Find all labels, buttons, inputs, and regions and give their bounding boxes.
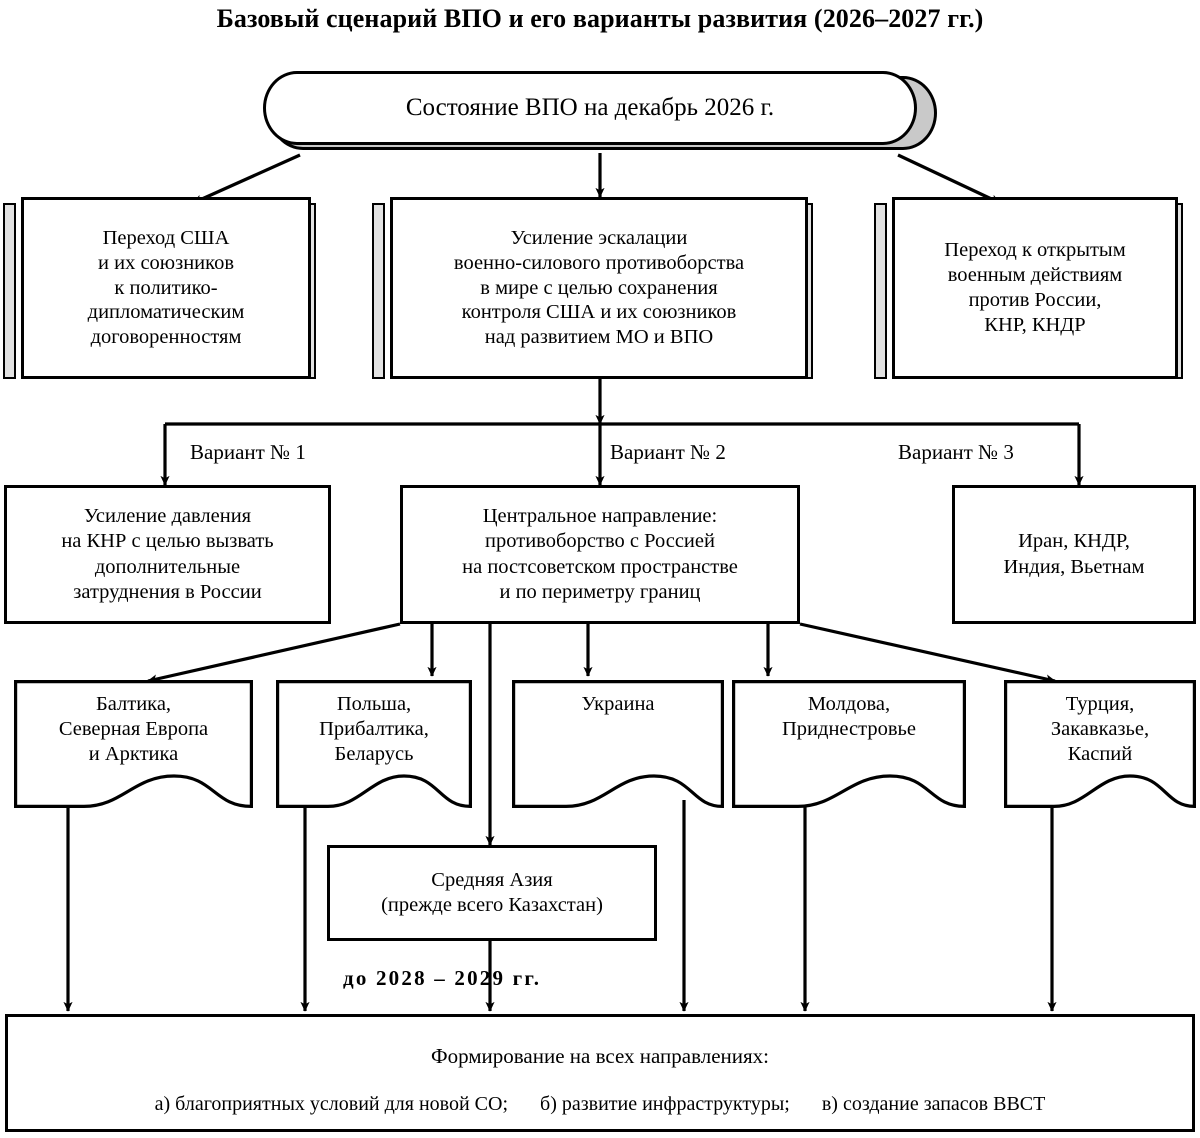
torn-shape [512,680,724,808]
stack-bar-left [3,203,16,379]
stack-bar-left [372,203,385,379]
variant-label-1: Вариант № 1 [190,440,306,464]
direction-label: Турция, Закавказье, Каспий [1050,693,1150,765]
edge-root-to-usa [192,153,301,205]
root-node-label: Состояние ВПО на декабрь 2026 г. [405,94,775,122]
torn-shape [14,680,253,808]
edge-central-to-baltic [147,622,401,684]
variant-box-central[interactable]: Центральное направление: противоборство … [400,485,800,624]
central-asia-box[interactable]: Средняя Азия (прежде всего Казахстан) [327,845,657,941]
scenario-box-escalation[interactable]: Усиление эскалации военно-силового проти… [372,197,827,379]
summary-item-c: в) создание запасов ВВСТ [821,1093,1046,1115]
summary-box[interactable]: Формирование на всех направлениях: а) бл… [5,1014,1195,1132]
direction-box-baltic[interactable]: Балтика, Северная Европа и Арктика [14,680,253,808]
scenario-label: Переход США и их союзников к политико- д… [87,227,245,349]
scenario-label: Переход к открытым военным действиям про… [944,239,1126,336]
torn-shape [1004,680,1196,808]
scenario-label: Усиление эскалации военно-силового проти… [453,227,745,349]
torn-shape [276,680,472,808]
edge-root-to-openwar [897,153,1001,205]
direction-label: Польша, Прибалтика, Беларусь [319,693,429,765]
variant-label: Усиление давления на КНР с целью вызвать… [61,505,274,603]
variant-label: Центральное направление: противоборство … [462,505,738,603]
scenario-box-open-war[interactable]: Переход к открытым военным действиям про… [874,197,1196,379]
scenario-face: Переход к открытым военным действиям про… [892,197,1178,379]
edge-central-to-turkey [799,622,1056,684]
summary-heading: Формирование на всех направлениях: [430,1044,770,1068]
scenario-box-usa-political[interactable]: Переход США и их союзников к политико- д… [3,197,330,379]
stack-bar-left [874,203,887,379]
variant-label-3: Вариант № 3 [898,440,1014,464]
page-title: Базовый сценарий ВПО и его варианты разв… [216,4,984,33]
direction-box-ukraine[interactable]: Украина [512,680,724,808]
root-node-face: Состояние ВПО на декабрь 2026 г. [263,71,917,145]
direction-box-turkey[interactable]: Турция, Закавказье, Каспий [1004,680,1196,808]
summary-items: а) благоприятных условий для новой СО; б… [8,1093,1192,1116]
summary-item-a: а) благоприятных условий для новой СО; [154,1093,509,1115]
central-asia-label: Средняя Азия (прежде всего Казахстан) [381,868,603,916]
variant-box-iran-group[interactable]: Иран, КНДР, Индия, Вьетнам [952,485,1196,624]
root-node[interactable]: Состояние ВПО на декабрь 2026 г. [263,71,937,150]
scenario-face: Усиление эскалации военно-силового проти… [390,197,808,379]
direction-label: Украина [581,693,655,715]
variant-label: Иран, КНДР, Индия, Вьетнам [1003,530,1145,578]
variant-box-pressure-prc[interactable]: Усиление давления на КНР с целью вызвать… [4,485,331,624]
torn-shape [732,680,966,808]
direction-label: Балтика, Северная Европа и Арктика [58,693,209,765]
direction-box-moldova[interactable]: Молдова, Приднестровье [732,680,966,808]
direction-label: Молдова, Приднестровье [782,693,916,740]
scenario-face: Переход США и их союзников к политико- д… [21,197,311,379]
direction-box-poland[interactable]: Польша, Прибалтика, Беларусь [276,680,472,808]
variant-label-2: Вариант № 2 [610,440,726,464]
timeline-label: до 2028 – 2029 гг. [343,966,542,990]
summary-item-b: б) развитие инфраструктуры; [540,1093,790,1115]
